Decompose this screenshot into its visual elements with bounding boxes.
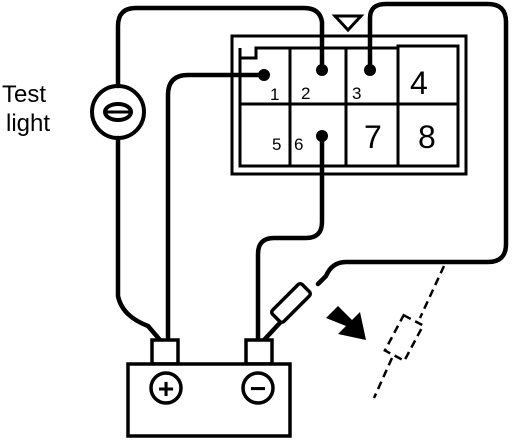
battery-positive-symbol: + [158,373,174,404]
pin3-terminal [364,64,376,76]
ground-clip-icon [269,281,313,325]
pin-label-5: 5 [272,135,281,154]
connector-latch-icon [331,14,365,33]
arrow-icon [326,306,366,340]
test-light-label-line1: Test [2,81,46,108]
pin-label-2: 2 [301,84,310,103]
battery: + − [126,338,292,438]
battery-negative-circle [241,371,275,405]
test-light-icon [90,84,146,140]
pin1-terminal [258,69,270,81]
pin-label-4: 4 [410,65,428,101]
battery-positive-terminal [150,338,180,366]
battery-negative-terminal [244,338,274,366]
pin-label-6: 6 [294,135,303,154]
wire-pin2-to-test-light [115,5,325,89]
pin-label-1: 1 [270,85,279,104]
pin-label-8: 8 [418,119,436,155]
pin6-terminal [316,130,328,142]
pin2-terminal [316,64,328,76]
dashed-fuse-icon [372,265,446,399]
test-light-label-line2: light [6,110,50,137]
wire-pin6-to-battery-negative [255,131,325,343]
pin-label-3: 3 [352,84,361,103]
wire-test-light-to-battery-positive [115,135,163,343]
battery-positive-circle [149,371,183,405]
wire-pin1-to-battery-positive [165,72,267,343]
battery-negative-symbol: − [250,373,266,404]
pin-label-7: 7 [364,119,382,155]
wires [115,1,509,343]
wire-pin3-to-ground [315,1,509,287]
connector: 1 2 3 4 5 6 7 8 [230,14,468,176]
